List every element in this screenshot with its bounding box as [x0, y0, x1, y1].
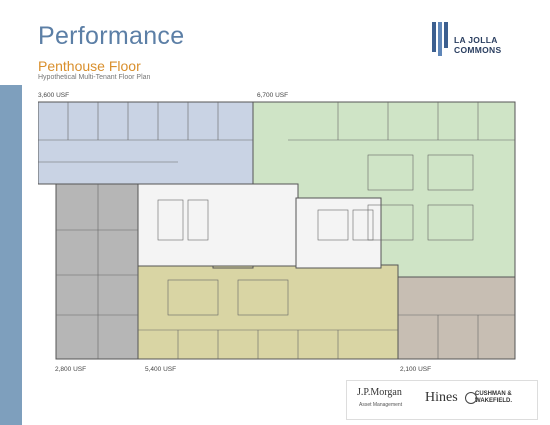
jpmorgan-sub: Asset Management — [359, 402, 403, 408]
cw-line-2: WAKEFIELD. — [475, 398, 512, 404]
brand-name: LA JOLLA COMMONS — [454, 35, 502, 55]
la-jolla-commons-logo: LA JOLLA COMMONS — [432, 22, 544, 56]
jpmorgan-logo: J.P.Morgan — [357, 387, 402, 398]
floor-plan — [38, 101, 516, 360]
area-label-southwest: 2,800 USF — [55, 366, 87, 373]
building-core — [137, 183, 299, 267]
logo-bars-icon — [432, 22, 450, 56]
area-label-southeast: 2,100 USF — [400, 366, 432, 373]
plan-caption: Hypothetical Multi-Tenant Floor Plan — [38, 74, 151, 81]
hines-logo: Hines — [425, 390, 458, 405]
page-title: Performance — [38, 22, 185, 50]
partner-logos: J.P.Morgan Asset Management Hines CUSHMA… — [346, 380, 538, 420]
cushman-wakefield-logo: CUSHMAN & WAKEFIELD. — [475, 391, 512, 405]
suite-southeast — [397, 276, 516, 360]
left-accent-bar — [0, 85, 22, 425]
cw-line-1: CUSHMAN & — [475, 391, 512, 397]
suite-south-center — [137, 264, 399, 360]
area-label-northwest: 3,600 USF — [38, 92, 70, 99]
suite-northwest — [38, 101, 254, 185]
floor-subtitle: Penthouse Floor — [38, 58, 141, 74]
area-label-northeast: 6,700 USF — [257, 92, 289, 99]
elevator-lobby — [295, 197, 382, 269]
area-label-south-center: 5,400 USF — [145, 366, 177, 373]
suite-southwest — [55, 183, 139, 360]
cushman-wakefield-icon — [465, 392, 477, 404]
